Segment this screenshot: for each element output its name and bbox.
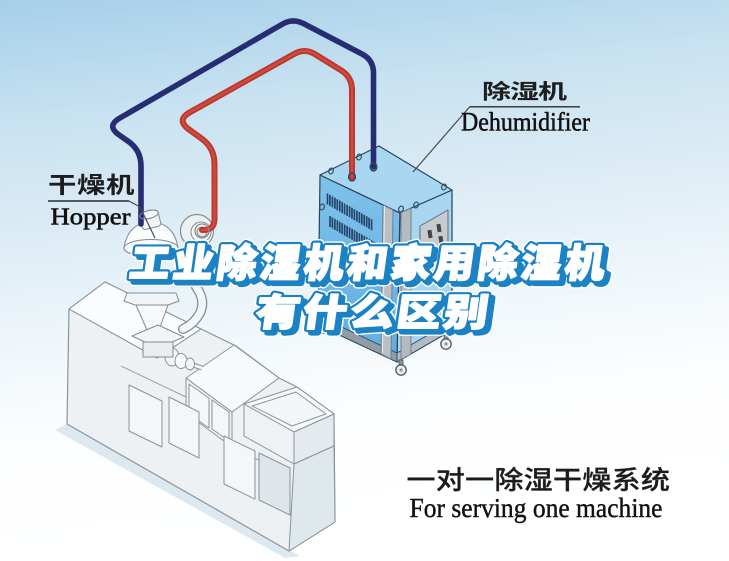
svg-text:For serving one machine: For serving one machine: [410, 492, 663, 523]
svg-text:Hopper: Hopper: [51, 205, 131, 231]
svg-text:Dehumidifier: Dehumidifier: [461, 108, 590, 137]
